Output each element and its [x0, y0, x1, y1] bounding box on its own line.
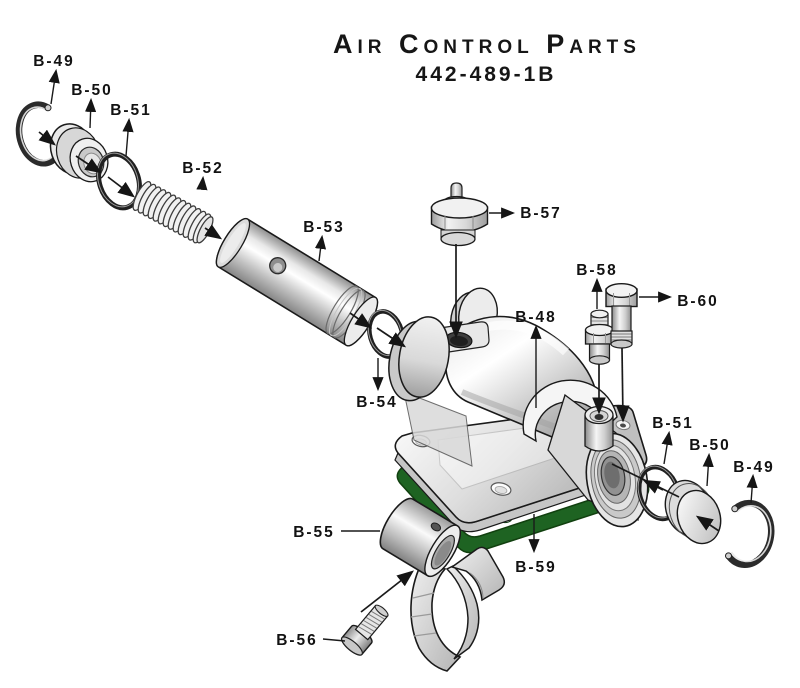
- label-b49-left: B-49: [33, 53, 75, 70]
- part-snap-ring-right: [725, 499, 775, 568]
- assembly-arrows: [38, 129, 720, 613]
- label-b58: B-58: [576, 262, 618, 279]
- page-title: Air Control Parts: [333, 29, 641, 59]
- part-adjusting-valve-b57: [430, 182, 489, 247]
- label-leaders: [48, 68, 758, 642]
- part-valve-body: [388, 287, 649, 533]
- label-b49-right: B-49: [733, 459, 775, 476]
- label-b54: B-54: [356, 394, 398, 411]
- part-spring: [129, 178, 215, 246]
- part-cap-right: [664, 479, 722, 545]
- part-o-ring-left: [96, 151, 142, 211]
- label-b51-right: B-51: [652, 415, 694, 432]
- part-piston-valve: [215, 217, 379, 347]
- part-number: 442-489-1B: [416, 63, 557, 86]
- label-b52: B-52: [182, 160, 224, 177]
- label-b51-left: B-51: [110, 102, 152, 119]
- label-b55: B-55: [293, 524, 335, 541]
- part-labels: B-49 B-50 B-51 B-52 B-53 B-57 B-48 B-58 …: [33, 53, 775, 649]
- label-b48: B-48: [515, 309, 557, 326]
- part-hex-bolt-b60: [605, 283, 638, 349]
- body-bolt-boss: [584, 405, 614, 452]
- part-fitting-b58: [584, 309, 615, 365]
- label-b50-right: B-50: [689, 437, 731, 454]
- part-shift-fork: [410, 546, 506, 672]
- part-set-screw-b56: [340, 604, 389, 656]
- part-fork-collar: [379, 497, 462, 578]
- label-b57: B-57: [520, 205, 562, 222]
- label-b60: B-60: [677, 293, 719, 310]
- label-b53: B-53: [303, 219, 345, 236]
- label-b56: B-56: [276, 632, 318, 649]
- part-cap-bushing-left: [49, 123, 109, 183]
- label-b50-left: B-50: [71, 82, 113, 99]
- label-b59: B-59: [515, 559, 557, 576]
